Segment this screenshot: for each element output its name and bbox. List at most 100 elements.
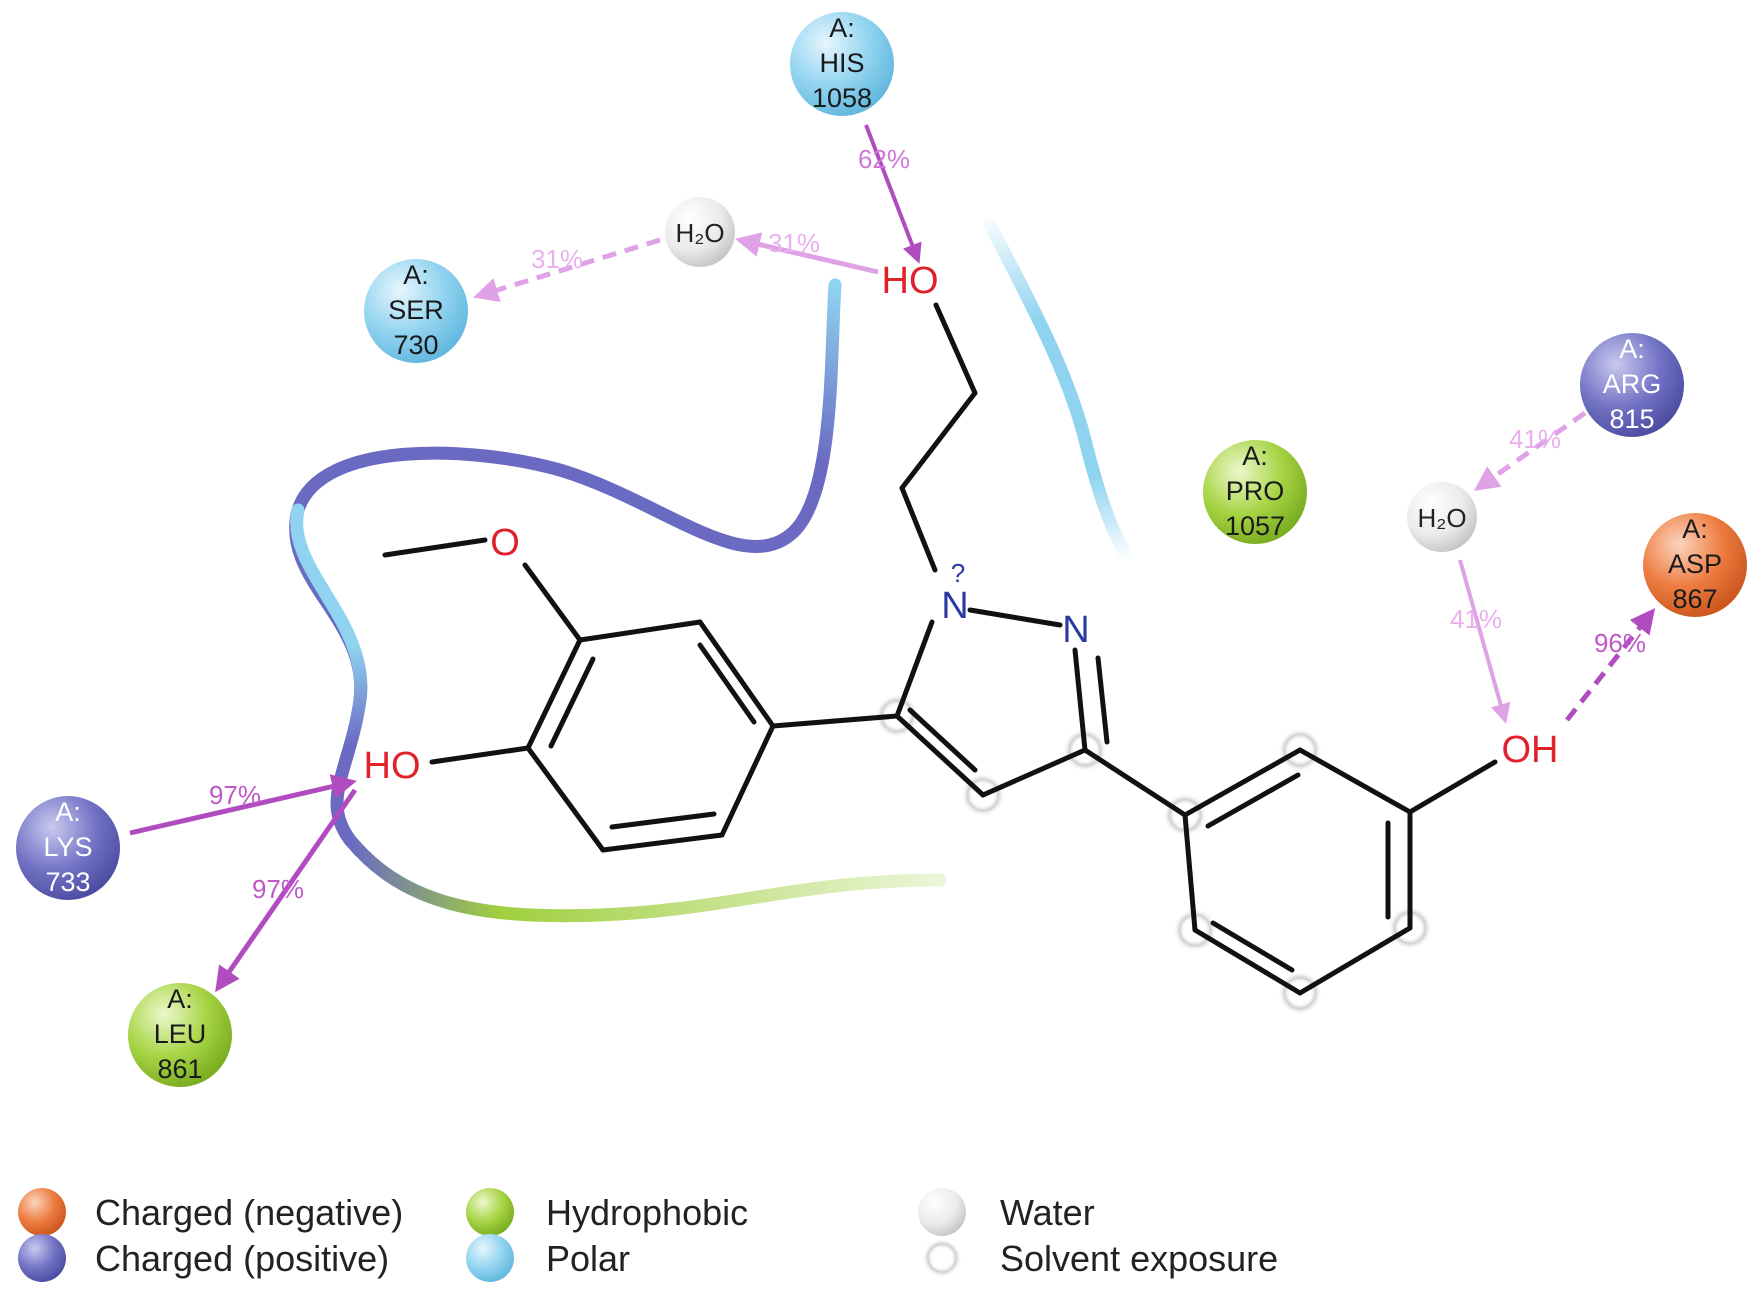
atom-oh-right: OH <box>1502 729 1559 771</box>
hbond-line <box>1458 559 1511 724</box>
residue-his1058: A: HIS 1058 <box>790 12 894 116</box>
legend-item-water: Water <box>918 1188 1095 1236</box>
bond <box>525 637 583 751</box>
residue-ser730: A: SER 730 <box>364 259 468 363</box>
pocket-curve-lower <box>343 833 947 923</box>
residue-name: LYS <box>43 832 92 862</box>
residue-arg815: A: ARG 815 <box>1580 333 1684 437</box>
legend-swatch-negative <box>18 1188 66 1236</box>
residue-name: ARG <box>1603 369 1662 399</box>
hbond-line <box>129 774 357 836</box>
bond-double <box>1205 772 1301 829</box>
bond <box>933 302 978 396</box>
bond <box>894 619 935 719</box>
residue-ball <box>1643 513 1747 617</box>
bond <box>429 745 531 765</box>
bond <box>525 745 606 853</box>
hbond-line <box>215 788 358 993</box>
bond <box>1297 747 1413 815</box>
hbond-line <box>864 124 922 264</box>
water-molecules: H₂O H₂O <box>665 197 1477 552</box>
bond <box>899 390 978 491</box>
interactions <box>129 124 1656 993</box>
residue-chain: A: <box>403 260 429 290</box>
hbond-line <box>735 232 879 275</box>
bond <box>1072 647 1088 753</box>
legend-swatch-hydrophobic <box>466 1188 514 1236</box>
residue-name: HIS <box>819 48 864 78</box>
legend-item-solvent-exposure: Solvent exposure <box>922 1238 1278 1279</box>
pct-his1058: 62% <box>858 144 910 174</box>
bond <box>967 607 1063 628</box>
legend-swatch-polar <box>466 1234 514 1282</box>
residue-number: 815 <box>1609 404 1654 434</box>
bond-double <box>907 707 978 773</box>
residue-pro1057: A: PRO 1057 <box>1203 440 1307 544</box>
atom-o-methoxy: O <box>490 522 520 564</box>
legend-label: Water <box>1000 1192 1095 1233</box>
interaction-percents: 62% 31% 31% 41% 41% 96% 97% 97% <box>209 144 1646 904</box>
legend-swatch-positive <box>18 1234 66 1282</box>
residue-number: 733 <box>45 867 90 897</box>
residue-leu861: A: LEU 861 <box>128 983 232 1087</box>
atom-ho-top: HO <box>882 260 939 302</box>
legend-swatch-water <box>918 1188 966 1236</box>
residue-ball <box>364 259 468 363</box>
legend-label: Charged (negative) <box>95 1192 403 1233</box>
bond <box>1082 747 1188 818</box>
residue-number: 867 <box>1672 584 1717 614</box>
residue-asp867: A: ASP 867 <box>1643 513 1747 617</box>
pct-water2-arg815: 41% <box>1509 424 1561 454</box>
residue-name: LEU <box>154 1019 207 1049</box>
residue-chain: A: <box>1619 334 1645 364</box>
residue-chain: A: <box>55 797 81 827</box>
pocket-curve-left <box>290 503 368 847</box>
water-sphere: H₂O <box>1407 482 1477 552</box>
residue-chain: A: <box>829 13 855 43</box>
bond-double <box>1210 920 1295 973</box>
residue-name: PRO <box>1226 476 1285 506</box>
atom-ho-left: HO <box>364 745 421 787</box>
pocket-curve-upper <box>289 278 842 707</box>
pct-ho-water1: 31% <box>768 228 820 258</box>
residue-number: 1058 <box>812 83 872 113</box>
bond <box>894 713 986 798</box>
ligand-atoms: HO O HO N ? N OH <box>364 260 1559 787</box>
legend-item-polar: Polar <box>466 1234 630 1282</box>
bond <box>1297 925 1413 996</box>
bond-double <box>548 656 596 749</box>
residue-name: SER <box>388 295 444 325</box>
water-ball <box>1407 482 1477 552</box>
bond <box>697 619 776 729</box>
bond <box>899 485 938 573</box>
bond <box>600 832 725 853</box>
legend-label: Charged (positive) <box>95 1238 389 1279</box>
atom-n2: N <box>1062 609 1089 651</box>
atom-n1: N <box>941 585 968 627</box>
water-label: H₂O <box>1417 503 1466 533</box>
bond <box>719 723 776 838</box>
water-label: H₂O <box>675 218 724 248</box>
water-ball <box>665 197 735 267</box>
atom-n1-flag: ? <box>951 558 965 588</box>
pct-water1-ser730: 31% <box>531 244 583 274</box>
residue-ball <box>1580 333 1684 437</box>
pct-water2-oh: 41% <box>1450 604 1502 634</box>
bond <box>1407 759 1498 815</box>
bond <box>577 619 703 643</box>
legend: Charged (negative) Charged (positive) Hy… <box>18 1188 1278 1282</box>
bond <box>980 747 1088 798</box>
legend-item-charged-positive: Charged (positive) <box>18 1234 389 1282</box>
bond-double <box>609 811 717 830</box>
legend-label: Hydrophobic <box>546 1192 748 1233</box>
residue-number: 1057 <box>1225 511 1285 541</box>
residue-chain: A: <box>1242 441 1268 471</box>
residue-ball <box>128 983 232 1087</box>
legend-swatch-solvent <box>922 1238 962 1278</box>
residue-name: ASP <box>1668 549 1722 579</box>
residue-ball <box>790 12 894 116</box>
residue-chain: A: <box>1682 514 1708 544</box>
residue-ball <box>16 796 120 900</box>
